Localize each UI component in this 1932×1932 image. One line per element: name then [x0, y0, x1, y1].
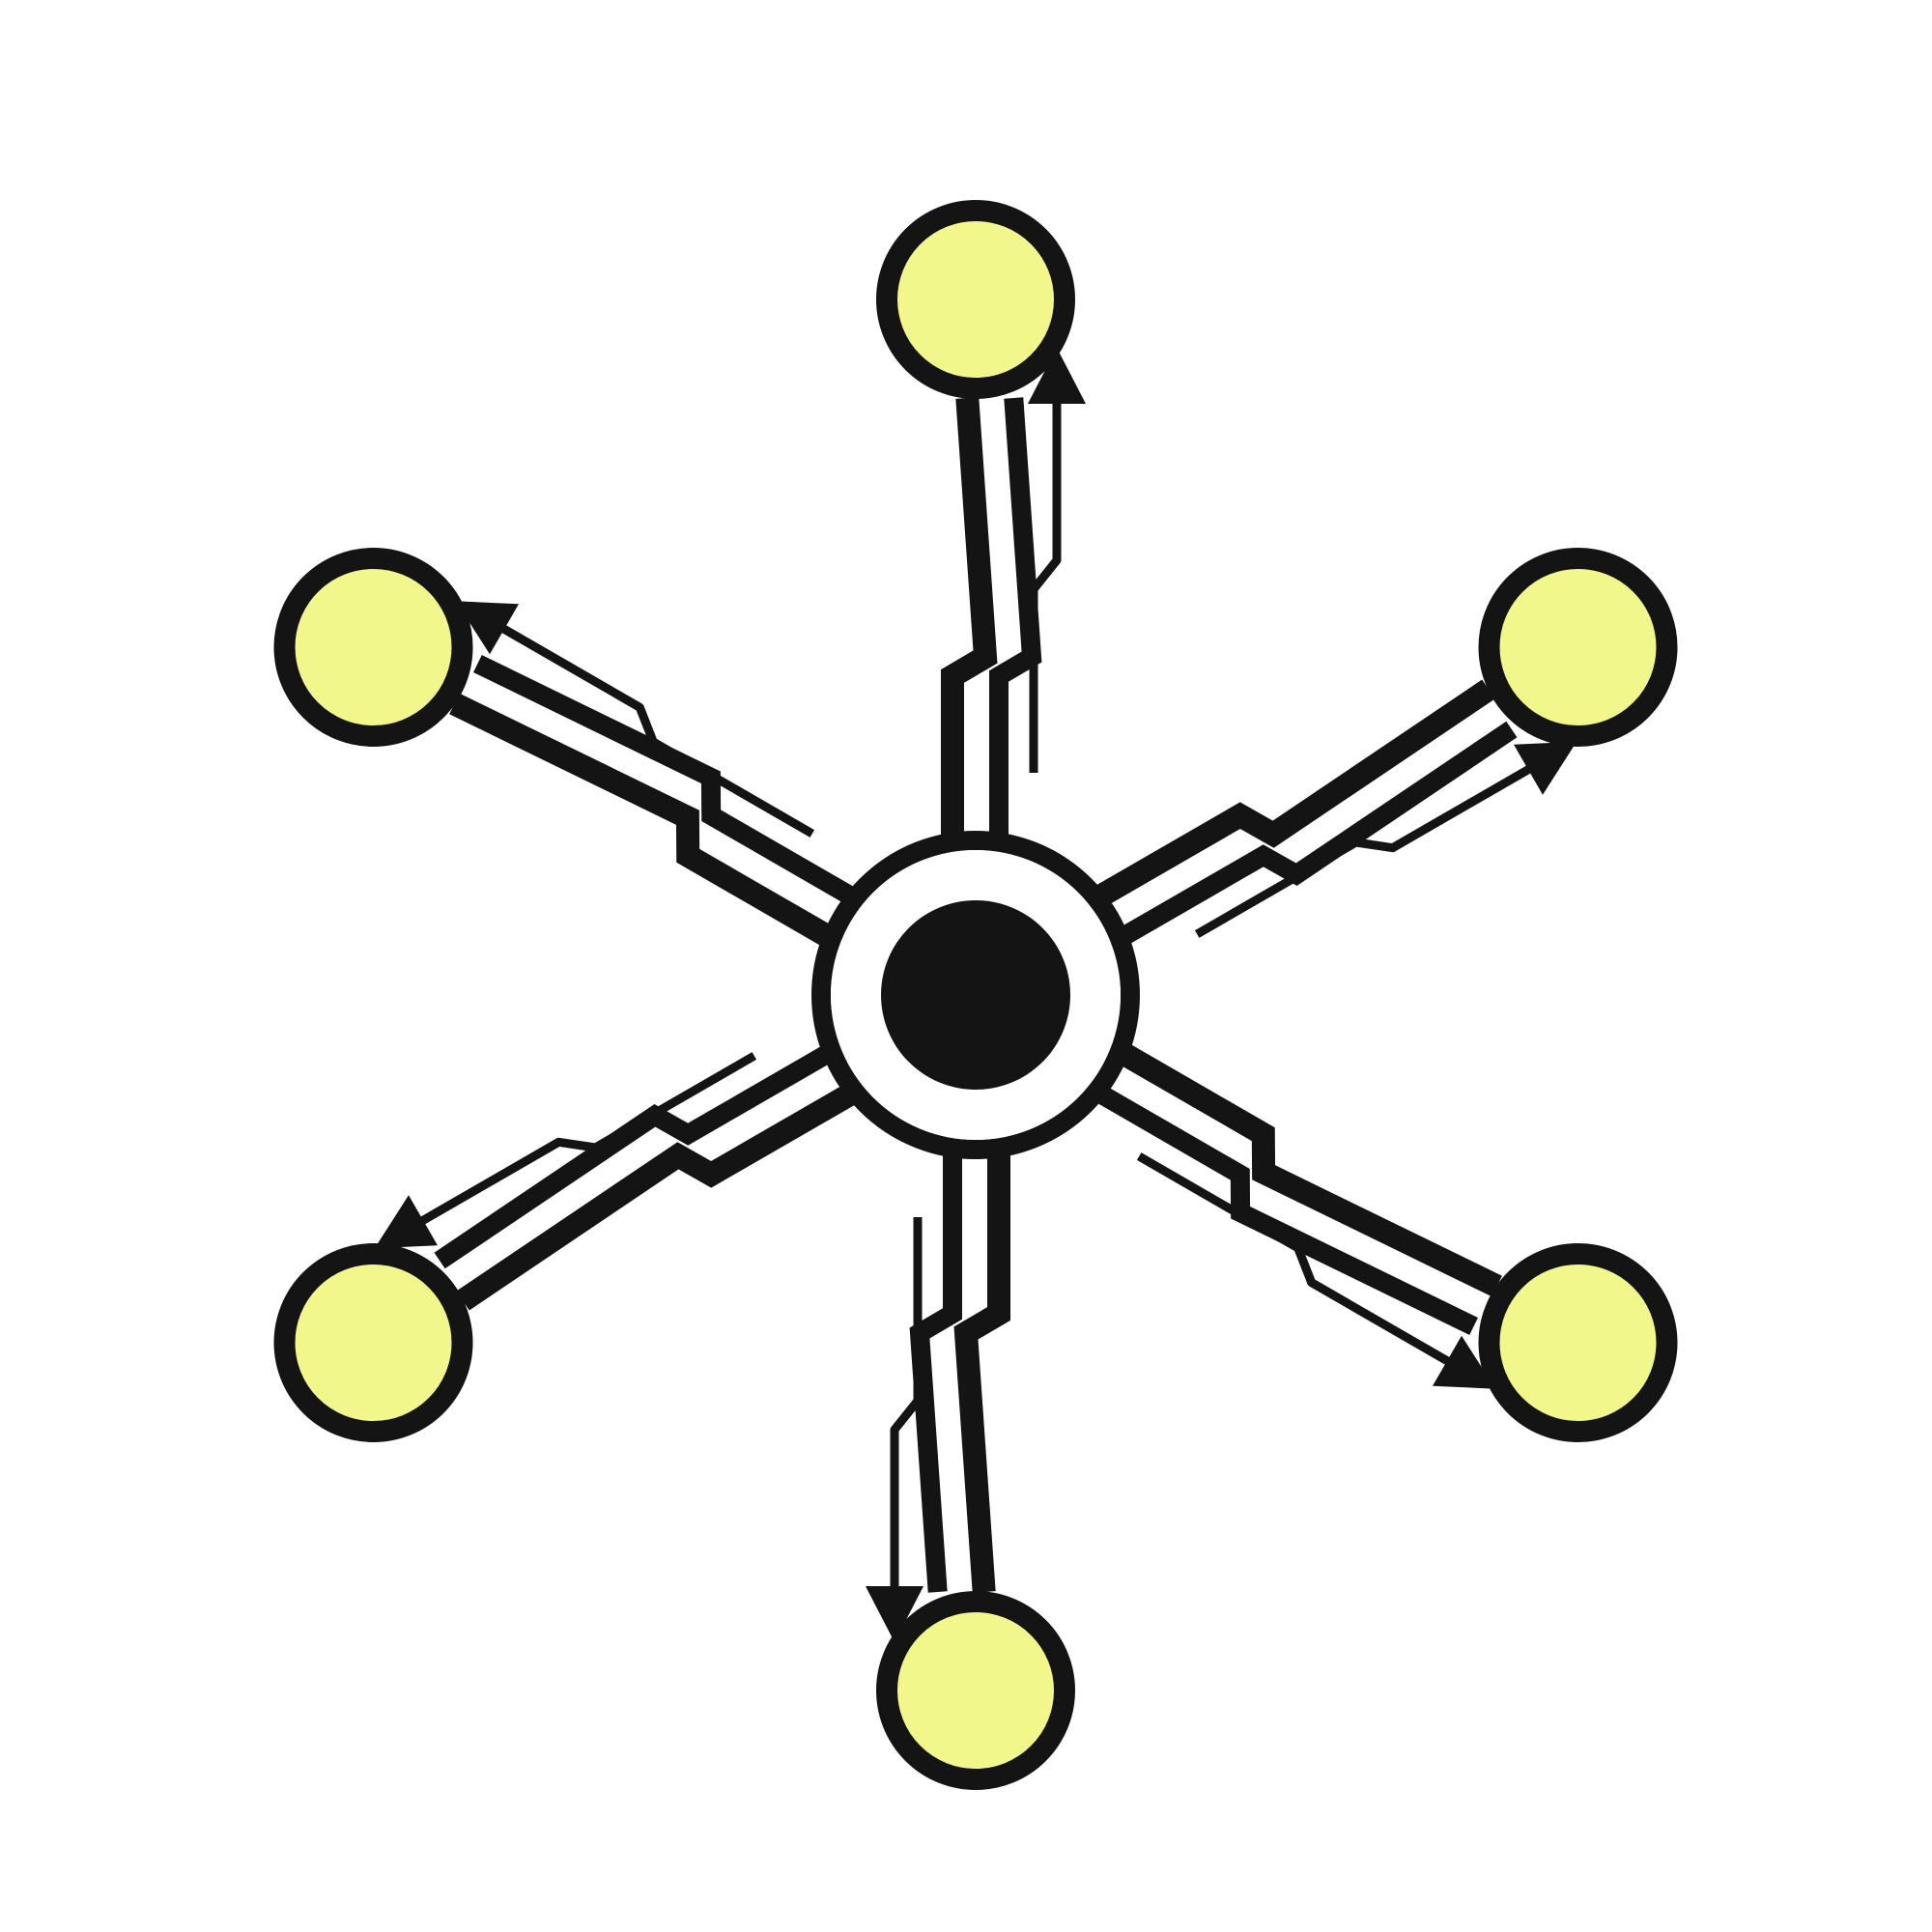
hub-layer — [811, 831, 1140, 1159]
spoke-trace — [1121, 721, 1518, 944]
arrowhead-icon — [1433, 1335, 1496, 1389]
flow-arrow-upper-right — [1194, 761, 1538, 938]
arrowhead-icon — [455, 601, 519, 655]
nodes-layer — [273, 200, 1678, 1790]
node-lower-left — [273, 1243, 473, 1442]
node-upper-left — [273, 548, 473, 747]
spoke-upper-right — [1096, 679, 1518, 944]
node-upper-right — [1478, 548, 1678, 747]
spoke-down — [909, 1155, 1010, 1593]
hub-outer-ring — [811, 831, 1140, 1159]
spoke-trace — [1096, 679, 1495, 905]
flow-arrow-lower-right — [1136, 1152, 1457, 1369]
node-down — [876, 1591, 1075, 1790]
arrowhead-icon — [1028, 348, 1086, 404]
spoke-trace — [1120, 1044, 1502, 1297]
flow-arrow-up — [1029, 396, 1062, 773]
spoke-upper-left — [449, 655, 854, 946]
spoke-up — [941, 397, 1042, 835]
spoke-trace — [941, 397, 998, 835]
spoke-trace — [434, 1046, 831, 1269]
node-up — [876, 200, 1075, 399]
flow-arrow-upper-left — [495, 621, 815, 838]
spoke-trace — [1097, 1087, 1478, 1335]
spoke-trace — [909, 1155, 962, 1593]
arrowhead-icon — [1514, 741, 1577, 795]
arrowhead-icon — [866, 1586, 923, 1642]
hub-center — [881, 900, 1070, 1090]
flow-arrow-down — [890, 1217, 923, 1594]
arrowhead-icon — [374, 1195, 438, 1249]
spoke-trace — [449, 693, 832, 946]
spoke-trace — [989, 397, 1042, 835]
spoke-trace — [473, 655, 854, 903]
spoke-trace — [456, 1085, 855, 1311]
spoke-trace — [953, 1155, 1010, 1593]
arrows-layer — [374, 348, 1577, 1642]
spokes-layer — [434, 397, 1518, 1593]
spoke-lower-right — [1097, 1044, 1502, 1335]
spoke-lower-left — [434, 1046, 855, 1311]
flow-arrow-lower-left — [413, 1052, 757, 1229]
node-lower-right — [1478, 1243, 1678, 1442]
